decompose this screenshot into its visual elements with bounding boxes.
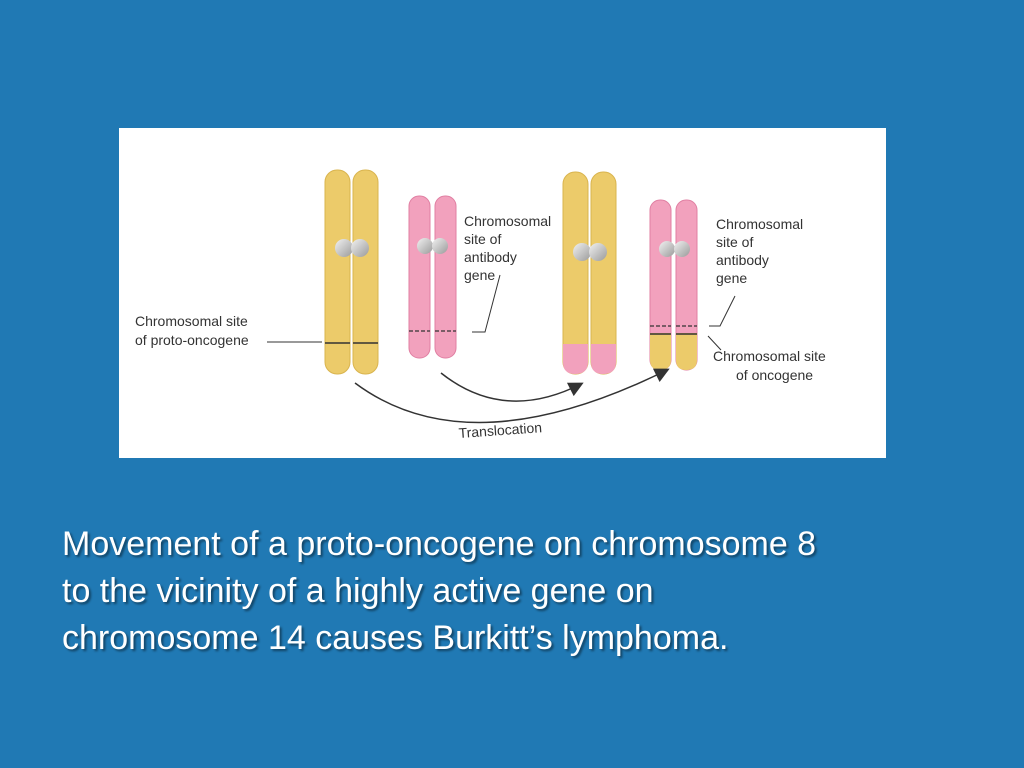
caption-line: Movement of a proto-oncogene on chromoso… — [62, 525, 817, 563]
centromere-icon — [335, 239, 353, 257]
short-arrow-icon — [440, 372, 584, 402]
oncogene-site-label: Chromosomal site of oncogene — [713, 348, 830, 383]
translocation-label: Translocation — [458, 419, 542, 441]
chromosome-8-translocated — [562, 171, 617, 375]
translocation-diagram: Chromosomal site of proto-oncogene Chrom… — [135, 169, 830, 441]
caption-line: chromosome 14 causes Burkitt’s lymphoma. — [62, 619, 729, 657]
translocation-arrow-icon — [354, 368, 670, 424]
antibody-gene-site-label-right: Chromosomal site of antibody gene — [716, 216, 807, 286]
diagram-panel: Chromosomal site of proto-oncogene Chrom… — [119, 128, 886, 458]
chromosome-14-translocated — [649, 199, 698, 371]
chromosome-8-original — [324, 169, 379, 375]
slide-caption: Movement of a proto-oncogene on chromoso… — [62, 521, 982, 662]
antibody-gene-site-label-left: Chromosomal site of antibody gene — [464, 213, 555, 283]
chromosome-14-original — [408, 195, 457, 359]
proto-oncogene-site-label: Chromosomal site of proto-oncogene — [135, 313, 252, 348]
caption-line: to the vicinity of a highly active gene … — [62, 572, 654, 610]
